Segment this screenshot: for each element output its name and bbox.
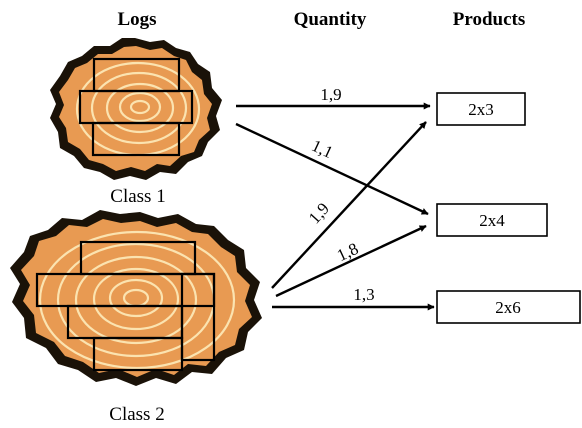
flow-arrow-class2-2x4	[275, 224, 427, 298]
header-products: Products	[453, 9, 525, 30]
flow-arrow-class1-2x4	[235, 122, 429, 216]
flow-quantity-label: 1,8	[334, 239, 361, 265]
product-box-2x6: 2x6	[436, 290, 581, 324]
header-logs: Logs	[117, 9, 156, 30]
flow-quantity-label: 1,9	[305, 199, 333, 228]
log-class-2-image	[10, 210, 262, 386]
log-class-1-image	[50, 38, 222, 180]
flow-quantity-label: 1,3	[353, 285, 374, 304]
product-label: 2x3	[468, 100, 494, 119]
product-box-2x3: 2x3	[436, 92, 526, 126]
header-quantity: Quantity	[294, 9, 367, 30]
log-class-1-label: Class 1	[110, 186, 165, 207]
product-label: 2x6	[495, 298, 521, 317]
log-class-2-label: Class 2	[109, 404, 164, 425]
flow-arrow-class2-2x3	[271, 121, 427, 289]
product-label: 2x4	[479, 211, 505, 230]
product-box-2x4: 2x4	[436, 203, 548, 237]
flow-quantity-label: 1,1	[309, 136, 336, 162]
flow-quantity-label: 1,9	[320, 85, 341, 104]
